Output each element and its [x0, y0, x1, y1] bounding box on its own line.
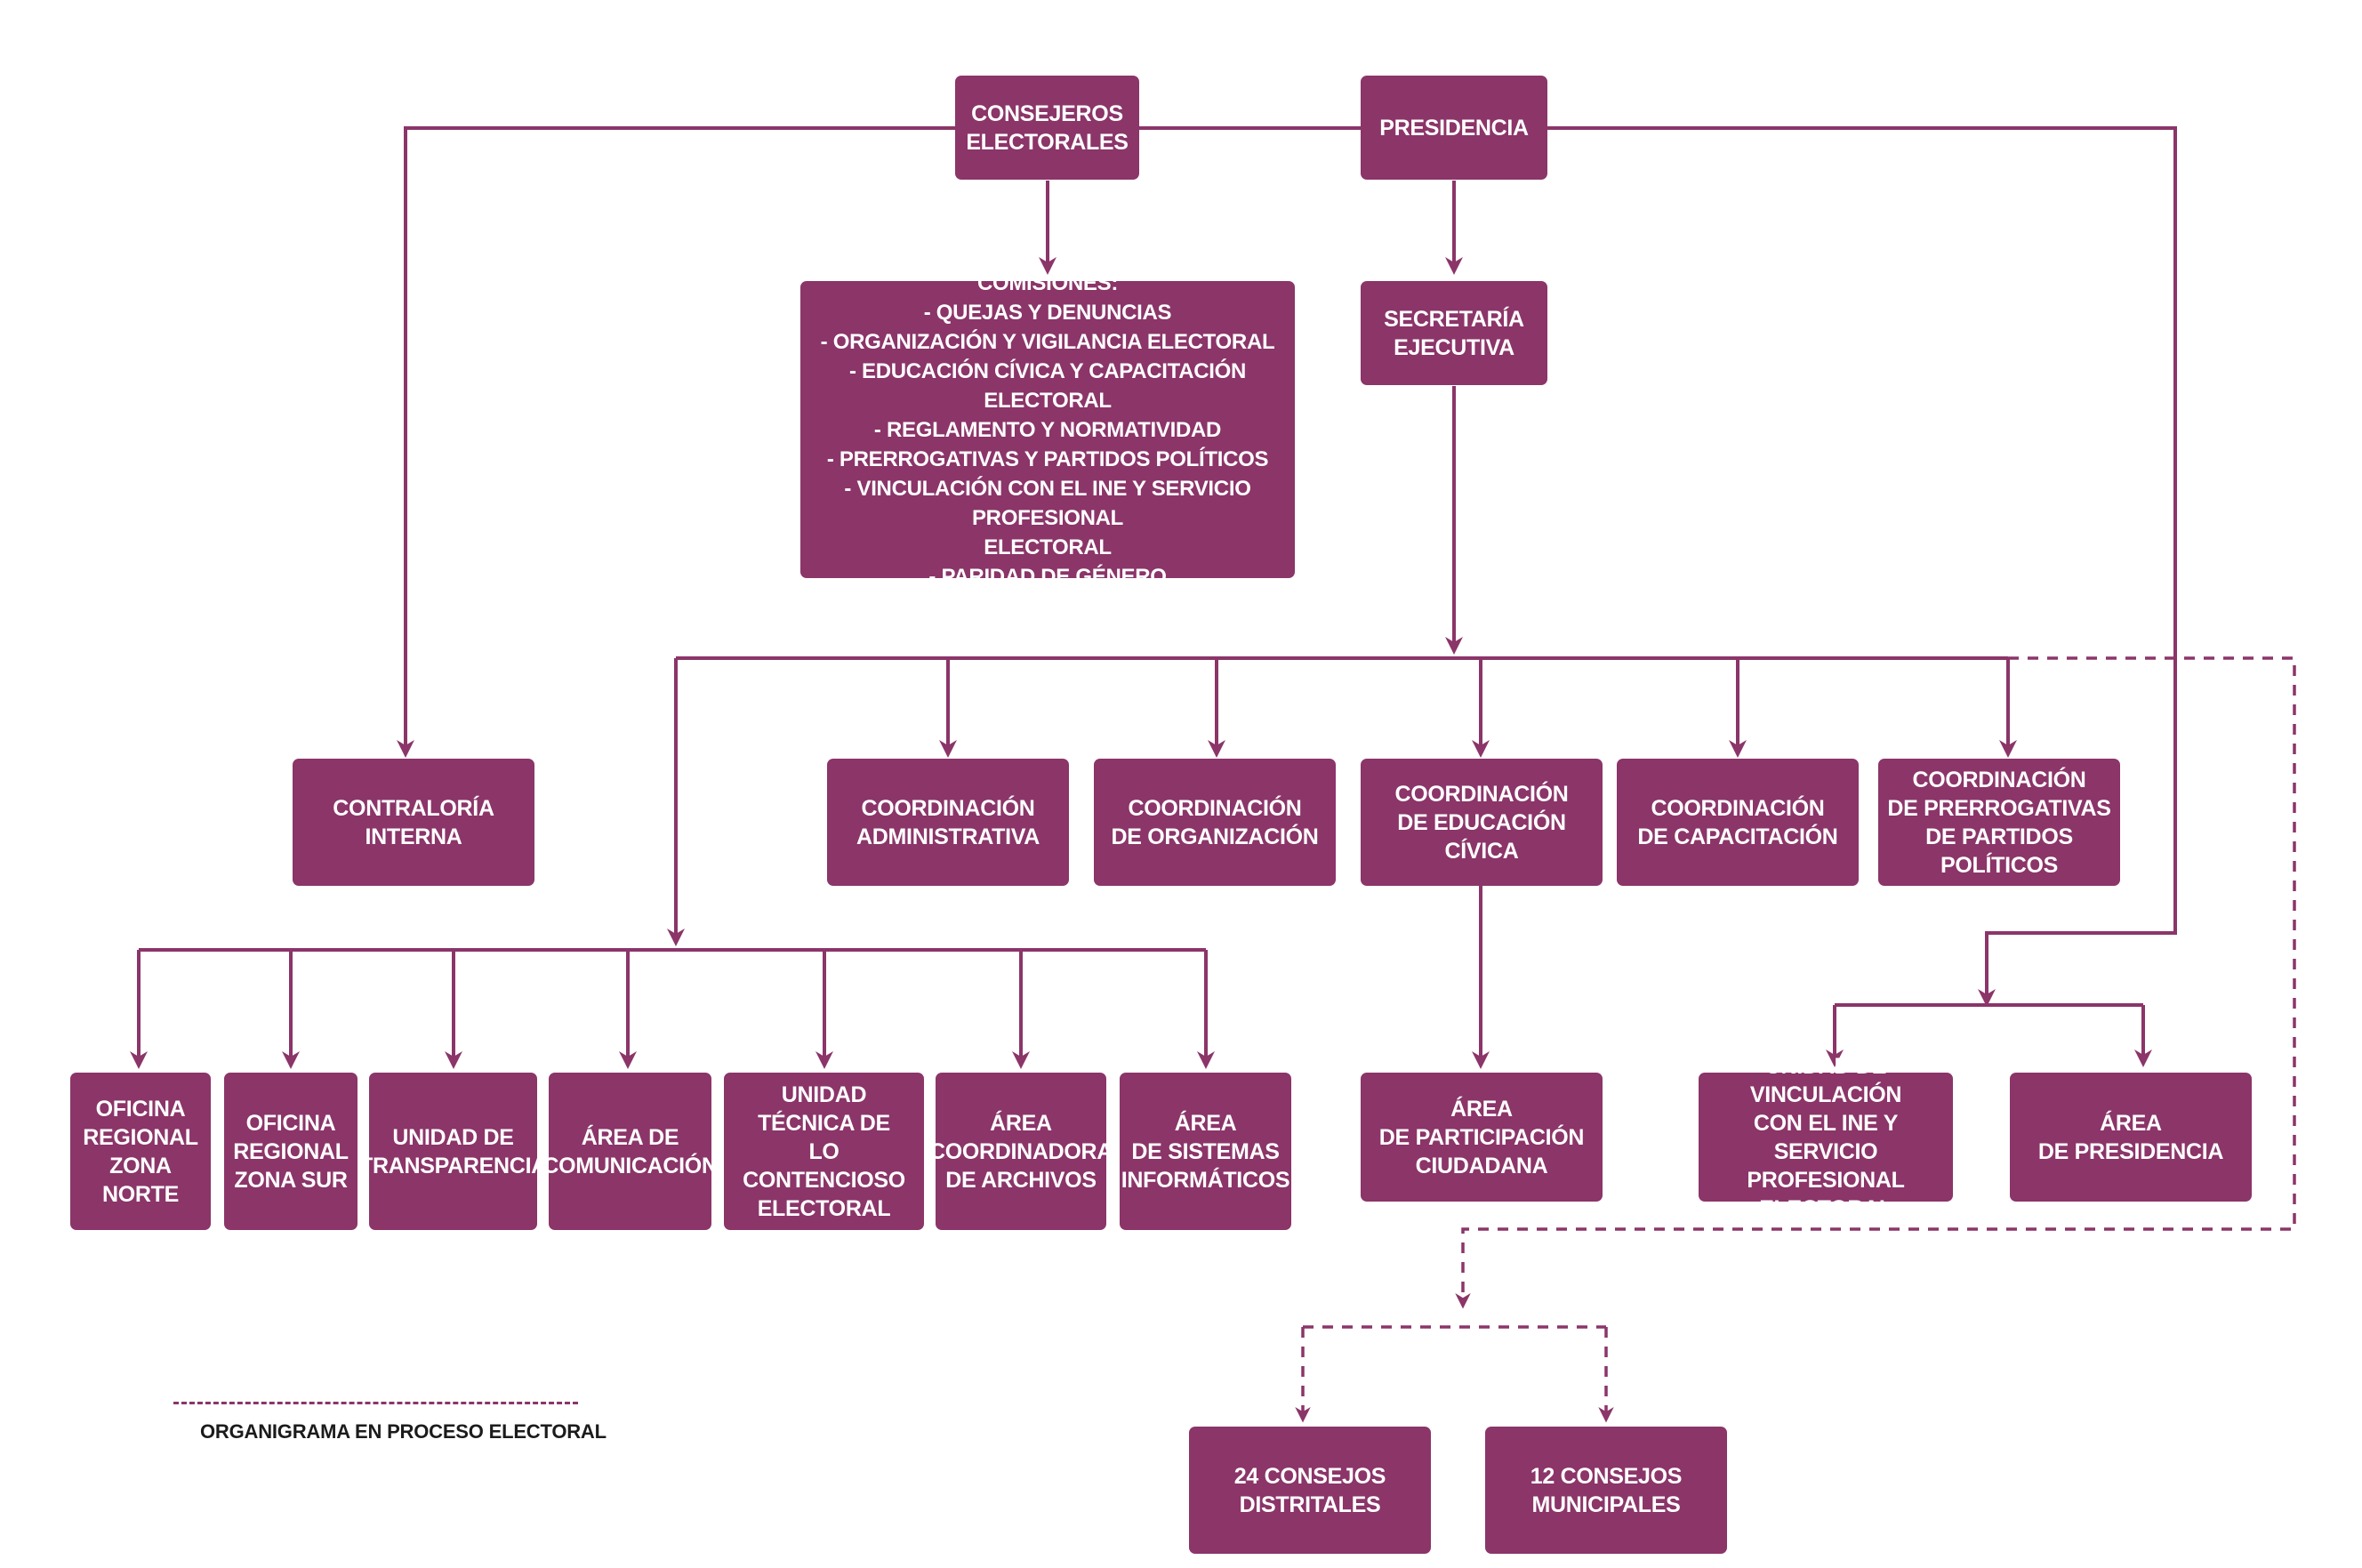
consejos-distritales-box[interactable]: 24 CONSEJOS DISTRITALES: [1189, 1427, 1431, 1554]
secretaria-ejecutiva-box[interactable]: SECRETARÍA EJECUTIVA: [1361, 281, 1547, 385]
consejos-municipales-box[interactable]: 12 CONSEJOS MUNICIPALES: [1485, 1427, 1727, 1554]
oficina-regional-sur-box[interactable]: OFICINA REGIONAL ZONA SUR: [224, 1073, 358, 1230]
coordinacion-educacion-civica-box[interactable]: COORDINACIÓN DE EDUCACIÓN CÍVICA: [1361, 759, 1603, 886]
area-sistemas-box[interactable]: ÁREA DE SISTEMAS INFORMÁTICOS: [1120, 1073, 1291, 1230]
legend-dashed-line: [173, 1402, 578, 1404]
area-presidencia-box[interactable]: ÁREA DE PRESIDENCIA: [2010, 1073, 2252, 1202]
comisiones-box[interactable]: COMISIONES: - QUEJAS Y DENUNCIAS - ORGAN…: [800, 271, 1295, 589]
unidad-transparencia-box[interactable]: UNIDAD DE TRANSPARENCIA: [359, 1073, 547, 1230]
line-to-contraloria: [397, 126, 955, 758]
contraloria-interna-box[interactable]: CONTRALORÍA INTERNA: [293, 759, 534, 886]
coordinacion-organizacion-box[interactable]: COORDINACIÓN DE ORGANIZACIÓN: [1094, 759, 1336, 886]
area-participacion-box[interactable]: ÁREA DE PARTICIPACIÓN CIUDADANA: [1361, 1073, 1603, 1202]
unidad-vinculacion-box[interactable]: UNIDAD DE VINCULACIÓN CON EL INE Y SERVI…: [1699, 1054, 1953, 1221]
consejeros-electorales-box[interactable]: CONSEJEROS ELECTORALES: [955, 76, 1139, 180]
legend-label: ORGANIGRAMA EN PROCESO ELECTORAL: [200, 1420, 607, 1443]
coordinacion-capacitacion-box[interactable]: COORDINACIÓN DE CAPACITACIÓN: [1617, 759, 1859, 886]
oficina-regional-norte-box[interactable]: OFICINA REGIONAL ZONA NORTE: [70, 1073, 211, 1230]
coordinacion-administrativa-box[interactable]: COORDINACIÓN ADMINISTRATIVA: [827, 759, 1069, 886]
unidad-contencioso-box[interactable]: UNIDAD TÉCNICA DE LO CONTENCIOSO ELECTOR…: [724, 1073, 924, 1230]
area-comunicacion-box[interactable]: ÁREA DE COMUNICACIÓN: [542, 1073, 718, 1230]
presidencia-box[interactable]: PRESIDENCIA: [1361, 76, 1547, 180]
area-archivos-box[interactable]: ÁREA COORDINADORA DE ARCHIVOS: [929, 1073, 1113, 1230]
coordinacion-prerrogativas-box[interactable]: COORDINACIÓN DE PRERROGATIVAS DE PARTIDO…: [1878, 759, 2120, 886]
